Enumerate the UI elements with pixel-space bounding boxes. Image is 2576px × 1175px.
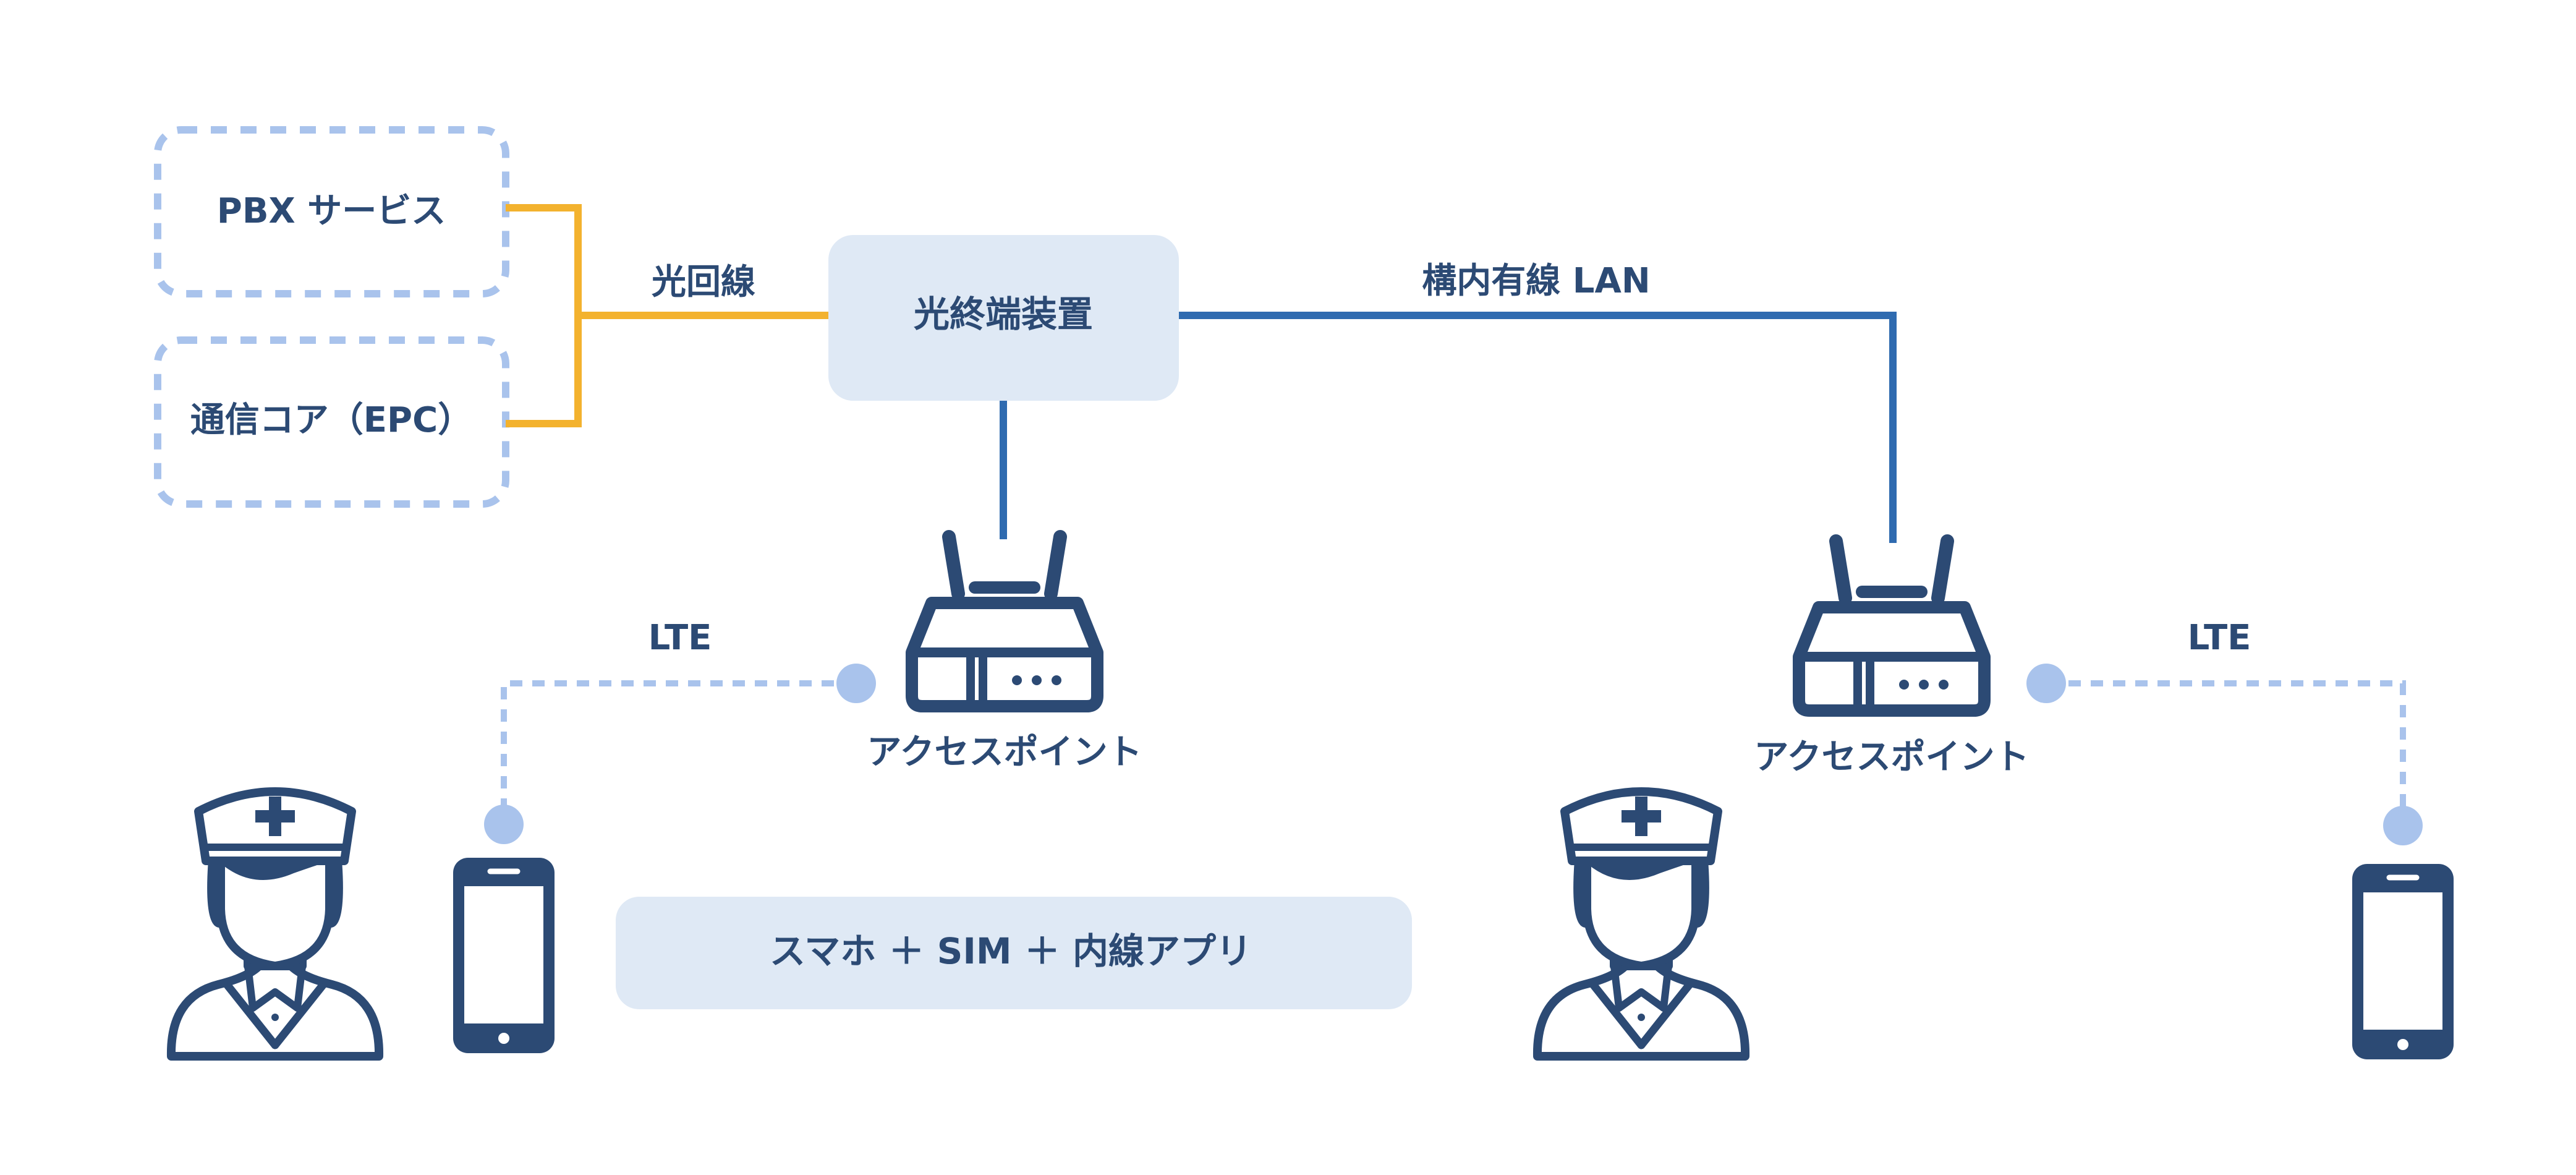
- lte-right-label: LTE: [2188, 618, 2251, 658]
- lte-link-left: [501, 680, 856, 824]
- nurse-icon: [1537, 792, 1745, 1056]
- smartphone-icon: [2352, 864, 2454, 1059]
- lte-left-label: LTE: [648, 618, 712, 658]
- access-point-left-label: アクセスポイント: [867, 732, 1142, 772]
- optical-terminal-label: 光終端装置: [914, 293, 1093, 335]
- pbx-service-label: PBX サービス: [217, 191, 446, 231]
- lte-node-left-ap: [836, 664, 876, 703]
- pbx-service-box: [154, 126, 509, 297]
- smartphone-icon: [453, 858, 555, 1053]
- fiber-line: [506, 204, 828, 427]
- fiber-label: 光回線: [652, 262, 755, 302]
- access-point-right-label: アクセスポイント: [1754, 737, 2029, 777]
- lte-link-right: [2046, 680, 2406, 826]
- lte-node-right-phone: [2383, 806, 2423, 845]
- callout-box: [616, 897, 1412, 1009]
- lan-line-right: [1179, 312, 1897, 543]
- epc-core-label: 通信コア（EPC）: [190, 400, 472, 440]
- optical-terminal-box: [828, 235, 1179, 401]
- lte-node-left-phone: [484, 805, 524, 844]
- lan-label: 構内有線 LAN: [1422, 261, 1650, 301]
- wifi-router-icon: [912, 537, 1097, 706]
- nurse-icon: [171, 792, 379, 1056]
- callout-text: スマホ ＋ SIM ＋ 内線アプリ: [770, 930, 1252, 972]
- lte-node-right-ap: [2026, 664, 2066, 703]
- wifi-router-icon: [1799, 541, 1984, 711]
